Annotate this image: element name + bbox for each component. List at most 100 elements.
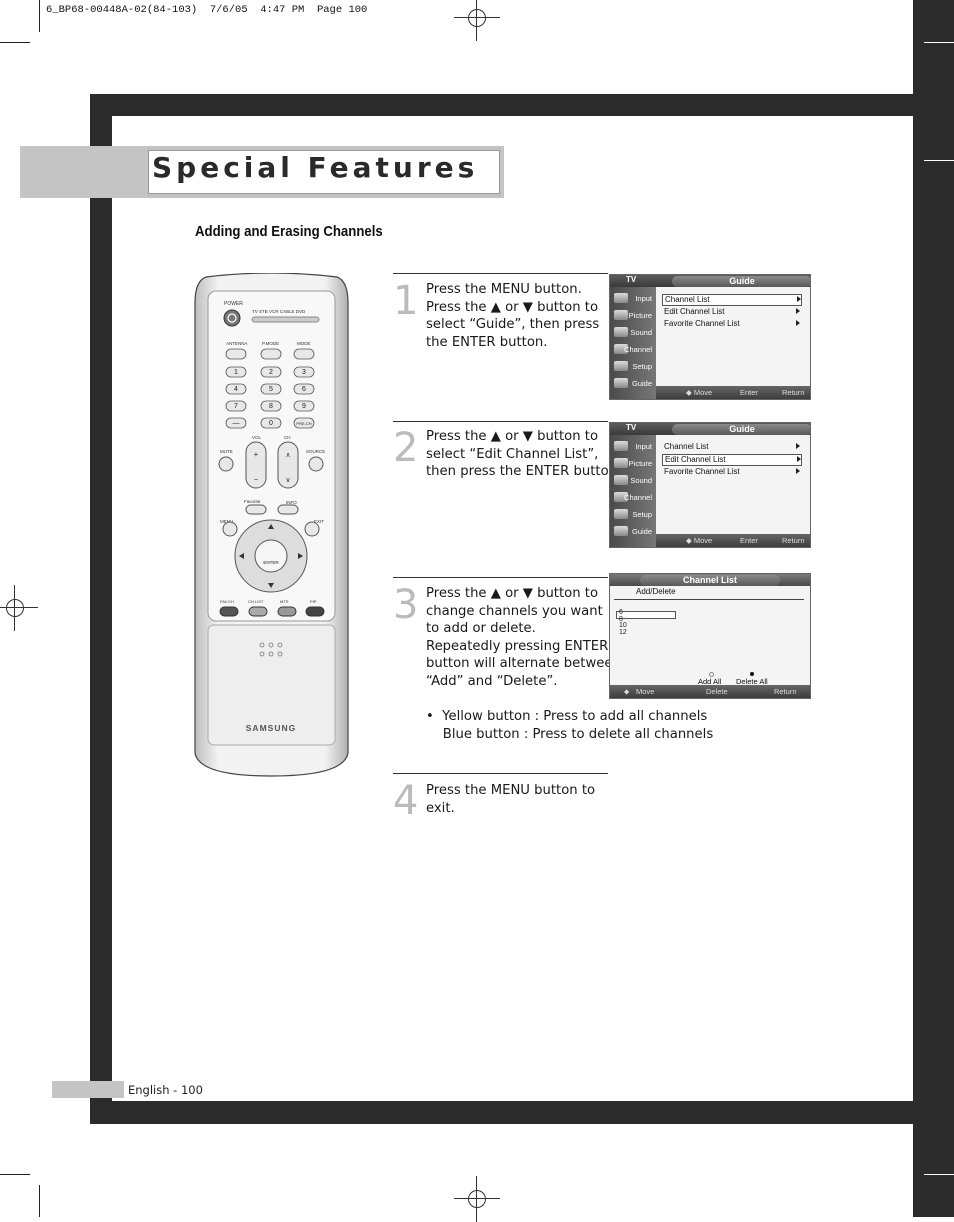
svg-text:7: 7 — [234, 403, 238, 410]
add-all-label: Add All — [698, 677, 722, 686]
svg-text:MUTE: MUTE — [220, 449, 233, 454]
yellow-dot-icon — [709, 672, 714, 677]
osd-item-channel-list: Channel List — [662, 442, 800, 452]
frame-top — [90, 94, 914, 116]
osd-item-edit-channel-list: Edit Channel List — [662, 454, 802, 466]
svg-text:1: 1 — [234, 369, 238, 376]
step-text: Press the ▲ or ▼ button to change channe… — [426, 586, 621, 689]
frame-bottom — [90, 1101, 914, 1124]
crop-mark — [924, 1174, 954, 1175]
svg-text:∧: ∧ — [285, 452, 290, 459]
svg-text:3: 3 — [302, 369, 306, 376]
step-divider — [393, 773, 608, 774]
svg-text:INFO: INFO — [286, 500, 297, 505]
osd-item-favorite-channel-list: Favorite Channel List — [662, 467, 800, 477]
osd-foot-return: Return — [782, 536, 805, 545]
svg-text:−: − — [254, 475, 259, 484]
step-divider — [393, 273, 608, 274]
osd-side-input: Input — [635, 442, 652, 451]
svg-text:CH.LIST: CH.LIST — [248, 599, 264, 604]
delete-all-label: Delete All — [736, 677, 768, 686]
osd-foot-return: Return — [774, 687, 797, 696]
svg-text:CH: CH — [284, 435, 291, 440]
osd-title: Guide — [672, 424, 810, 435]
bullet-note: • Yellow button : Press to add all chann… — [426, 709, 714, 742]
osd-side-sound: Sound — [630, 328, 652, 337]
osd-foot-enter: Enter — [740, 536, 758, 545]
svg-text:4: 4 — [234, 386, 238, 393]
osd-foot-move: ◆ Move — [686, 388, 713, 397]
step-number: 1 — [393, 278, 419, 324]
svg-text:0: 0 — [269, 420, 273, 427]
osd-foot-return: Return — [782, 388, 805, 397]
osd-side-picture: Picture — [628, 459, 652, 468]
title-box — [148, 150, 500, 194]
print-header: 6_BP68-00448A-02(84-103) 7/6/05 4:47 PM … — [46, 4, 368, 16]
osd-side-guide: Guide — [631, 379, 652, 388]
svg-text:SOURCE: SOURCE — [306, 449, 325, 454]
osd-title: Channel List — [640, 575, 780, 586]
remote-control-illustration: POWER TV STB VCR CABLE DVD ANTENNA P.MODE… — [194, 272, 349, 778]
osd-side-input: Input — [635, 294, 652, 303]
footer-bar — [52, 1081, 124, 1098]
svg-text:PIP: PIP — [310, 599, 317, 604]
osd-side-setup: Setup — [632, 510, 652, 519]
osd-channel-list-screen: Channel List Add/Delete 6 8 10 12 Add Al… — [609, 573, 811, 699]
step-divider — [393, 577, 608, 578]
channel-list: 6 8 10 12 — [619, 609, 627, 636]
step-number: 2 — [393, 425, 419, 471]
svg-text:FAV.CH: FAV.CH — [220, 599, 234, 604]
osd-side-channel: Channel — [624, 345, 652, 354]
osd-side-sound: Sound — [630, 476, 652, 485]
svg-text:—: — — [233, 420, 240, 427]
svg-text:5: 5 — [269, 386, 273, 393]
osd-side-guide: Guide — [631, 527, 652, 536]
svg-text:ENTER: ENTER — [263, 560, 279, 565]
osd-subtitle: Add/Delete — [636, 587, 676, 596]
osd-source: TV — [626, 423, 637, 432]
svg-text:9: 9 — [302, 403, 306, 410]
svg-text:Favorite: Favorite — [244, 499, 261, 504]
crop-mark — [924, 160, 954, 161]
page-title: Special Features — [152, 151, 479, 184]
svg-text:ANTENNA: ANTENNA — [226, 341, 248, 346]
osd-foot-delete: Delete — [706, 687, 728, 696]
channel-highlight — [616, 611, 676, 619]
registration-mark — [454, 0, 500, 41]
crop-mark — [0, 42, 30, 43]
osd-side-channel: Channel — [624, 493, 652, 502]
svg-text:2: 2 — [269, 369, 273, 376]
svg-text:8: 8 — [269, 403, 273, 410]
step-divider — [393, 421, 608, 422]
osd-side-setup: Setup — [632, 362, 652, 371]
osd-foot-move: Move — [636, 687, 655, 696]
osd-source: TV — [626, 275, 637, 284]
svg-text:TV STB VCR CABLE DVD: TV STB VCR CABLE DVD — [252, 309, 306, 314]
svg-text:POWER: POWER — [224, 301, 243, 307]
svg-text:∨: ∨ — [285, 477, 290, 484]
svg-text:SAMSUNG: SAMSUNG — [246, 723, 296, 733]
osd-side-picture: Picture — [628, 311, 652, 320]
osd-foot-enter: Enter — [740, 388, 758, 397]
osd-guide-screen-2: TV Guide Input Picture Sound Channel Set… — [609, 422, 811, 548]
blue-dot-icon — [750, 672, 754, 676]
svg-text:PRE-CH: PRE-CH — [296, 421, 311, 426]
osd-foot-move: ◆ Move — [686, 536, 713, 545]
svg-text:MTS: MTS — [280, 599, 289, 604]
crop-mark — [924, 42, 954, 43]
osd-title: Guide — [672, 276, 810, 287]
svg-text:EXIT: EXIT — [314, 519, 324, 524]
step-text: Press the ▲ or ▼ button to select “Edit … — [426, 429, 622, 479]
osd-item-channel-list: Channel List — [662, 294, 802, 306]
crop-mark — [0, 1174, 30, 1175]
section-heading: Adding and Erasing Channels — [195, 223, 383, 240]
step-text: Press the MENU button to exit. — [426, 783, 596, 816]
step-text: Press the MENU button. Press the ▲ or ▼ … — [426, 282, 600, 350]
svg-text:P.MODE: P.MODE — [262, 341, 279, 346]
crop-mark — [39, 0, 40, 32]
registration-mark — [0, 585, 38, 631]
svg-text:MODE: MODE — [297, 341, 311, 346]
svg-text:VOL: VOL — [252, 435, 262, 440]
step-number: 3 — [393, 582, 419, 628]
svg-text:+: + — [254, 450, 259, 459]
